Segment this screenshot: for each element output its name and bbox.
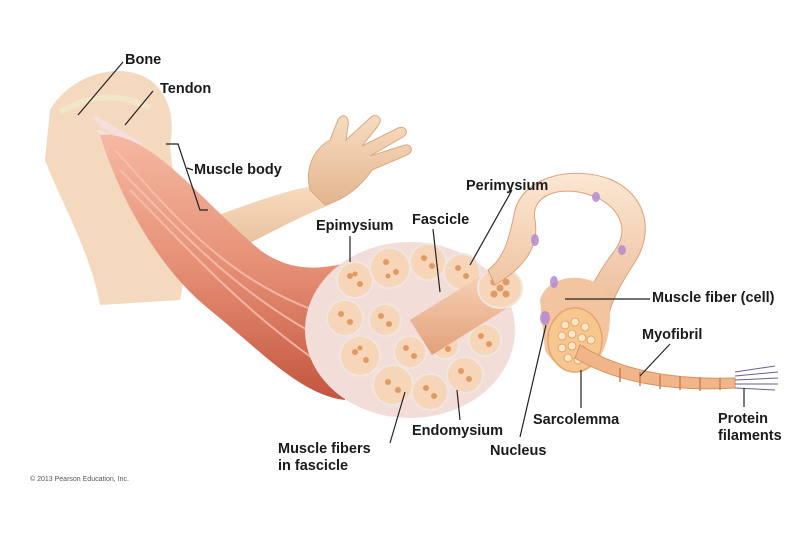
hand — [307, 115, 412, 206]
label-sarcolemma: Sarcolemma — [533, 412, 620, 428]
label-muscle-fibers-in-fascicle: Muscle fibers in fascicle — [278, 441, 371, 475]
label-epimysium: Epimysium — [316, 218, 394, 234]
label-muscle-fiber-cell: Muscle fiber (cell) — [652, 290, 775, 306]
label-myofibril: Myofibril — [642, 327, 703, 343]
label-muscle-fibers-in-fascicle-line1: Muscle fibers — [278, 441, 371, 457]
label-bone: Bone — [125, 52, 162, 68]
protein-filaments — [734, 365, 779, 391]
fiber-dots — [338, 255, 492, 399]
label-tendon: Tendon — [160, 81, 212, 97]
myofibril-bands — [619, 368, 721, 391]
label-fascicle: Fascicle — [412, 212, 470, 228]
label-perimysium: Perimysium — [466, 178, 549, 194]
label-muscle-body: Muscle body — [194, 162, 282, 178]
shoulder-bone — [58, 94, 152, 115]
copyright-notice: © 2013 Pearson Education, Inc. — [30, 476, 129, 483]
label-protein-filaments: Protein filaments — [718, 411, 782, 445]
shoulder-torso — [45, 71, 184, 305]
label-muscle-fibers-in-fascicle-line2: in fascicle — [278, 458, 349, 474]
leader-lines — [77, 61, 745, 444]
label-endomysium: Endomysium — [412, 423, 504, 439]
nuclei — [531, 192, 626, 325]
label-nucleus: Nucleus — [490, 443, 547, 459]
label-protein-filaments-line1: Protein — [718, 411, 768, 427]
label-protein-filaments-line2: filaments — [718, 428, 782, 444]
